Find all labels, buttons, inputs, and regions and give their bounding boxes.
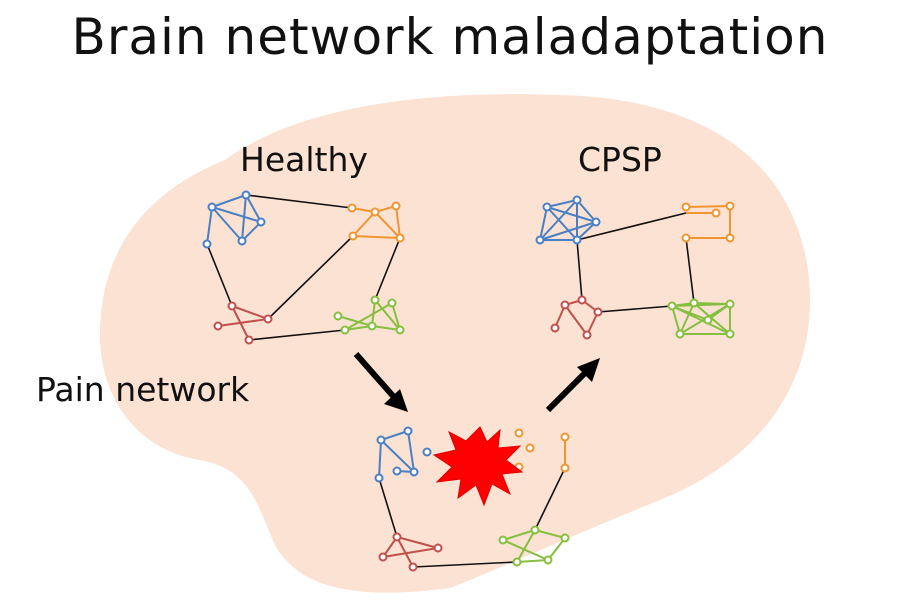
healthy-blue-module — [202, 190, 266, 249]
pain-blue-module — [374, 426, 432, 483]
pain-red-module — [378, 532, 443, 572]
arrow-down-right — [353, 352, 408, 412]
lesion-burst-icon — [432, 426, 524, 507]
label-pain-network: Pain network — [36, 370, 250, 409]
label-cpsp: CPSP — [578, 140, 662, 179]
healthy-network — [202, 190, 405, 345]
arrow-up-right — [545, 358, 600, 413]
pain-orange-module — [514, 428, 570, 473]
diagram-title: Brain network maladaptation — [71, 8, 829, 66]
healthy-links — [206, 194, 401, 341]
pain-links — [378, 467, 566, 568]
brain-shape — [99, 94, 810, 593]
cpsp-orange-module — [681, 201, 735, 243]
cpsp-red-module — [550, 295, 603, 340]
cpsp-links — [576, 212, 695, 313]
pain-network — [374, 426, 570, 572]
healthy-green-module — [333, 295, 405, 335]
healthy-orange-module — [347, 201, 405, 243]
cpsp-network — [535, 195, 735, 340]
label-healthy: Healthy — [240, 140, 368, 179]
cpsp-green-module — [667, 298, 735, 339]
cpsp-blue-module — [535, 195, 601, 245]
healthy-red-module — [213, 301, 273, 345]
pain-green-module — [498, 525, 570, 567]
